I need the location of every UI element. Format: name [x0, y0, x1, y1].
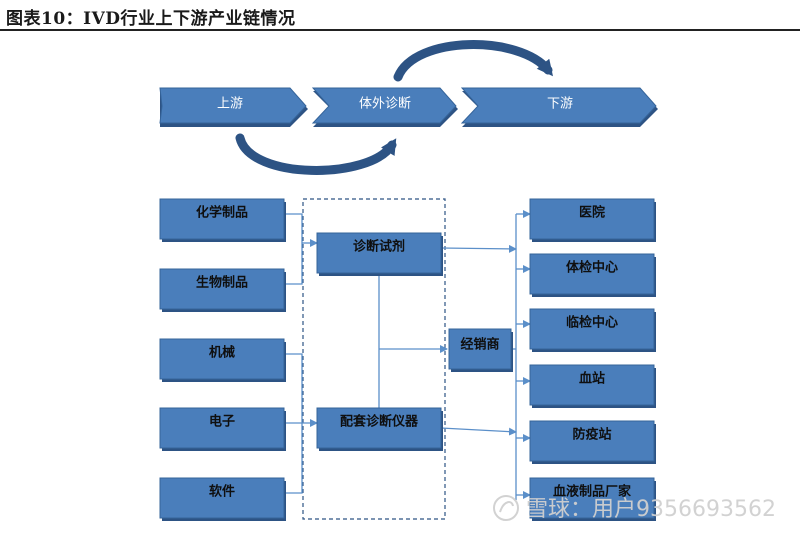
downstream-box-blood-products-maker: 血液制品厂家: [529, 477, 656, 521]
curve-arrow-bottom: [235, 133, 397, 175]
watermark: 雪球：用户9356693562: [493, 495, 776, 522]
snowball-logo-icon: [493, 495, 519, 521]
stage-midstream-label: 体外诊断: [359, 97, 411, 112]
upstream-box-chemicals: 化学制品: [159, 198, 286, 242]
upstream-box-software: 软件: [159, 477, 286, 521]
downstream-box-epidemic-station: 防疫站: [529, 420, 656, 464]
downstream-box-physical-exam-center: 体检中心: [529, 253, 656, 297]
downstream-box-hospital: 医院: [529, 198, 656, 242]
downstream-label-physical-exam-center: 体检中心: [566, 260, 618, 276]
downstream-label-epidemic-station: 防疫站: [572, 427, 611, 443]
upstream-box-electronics: 电子: [159, 407, 286, 451]
midstream-box-instruments: 配套诊断仪器: [316, 407, 443, 451]
downstream-box-clinical-lab-center: 临检中心: [529, 308, 656, 352]
midstream-dashed-frame: [302, 198, 446, 520]
midstream-label-instruments: 配套诊断仪器: [340, 414, 419, 430]
downstream-label-clinical-lab-center: 临检中心: [566, 315, 618, 331]
downstream-label-hospital: 医院: [579, 205, 605, 221]
stage-upstream: 上游: [159, 87, 308, 127]
distributor-box: 经销商: [448, 328, 513, 372]
upstream-label-electronics: 电子: [209, 414, 235, 430]
stage-downstream: 下游: [460, 87, 658, 127]
midstream-box-reagents: 诊断试剂: [316, 232, 443, 276]
title-rule: [0, 29, 800, 31]
stage-downstream-label: 下游: [547, 97, 573, 112]
midstream-label-reagents: 诊断试剂: [353, 239, 405, 255]
downstream-box-blood-station: 血站: [529, 364, 656, 408]
upstream-box-machinery: 机械: [159, 338, 286, 382]
stage-midstream: 体外诊断: [311, 87, 458, 127]
curve-arrow-top: [393, 40, 554, 82]
upstream-label-machinery: 机械: [209, 345, 235, 361]
downstream-label-blood-station: 血站: [579, 371, 605, 387]
watermark-text: 雪球：用户9356693562: [526, 497, 776, 522]
upstream-label-software: 软件: [209, 484, 235, 500]
figure-title: 图表10：IVD行业上下游产业链情况: [6, 9, 296, 29]
downstream-label-blood-products-maker: 血液制品厂家: [553, 484, 632, 500]
upstream-label-biologics: 生物制品: [196, 275, 248, 291]
upstream-label-chemicals: 化学制品: [196, 205, 248, 221]
stage-upstream-label: 上游: [217, 97, 243, 112]
upstream-box-biologics: 生物制品: [159, 268, 286, 312]
connectors: [284, 210, 531, 500]
distributor-label: 经销商: [460, 337, 499, 353]
